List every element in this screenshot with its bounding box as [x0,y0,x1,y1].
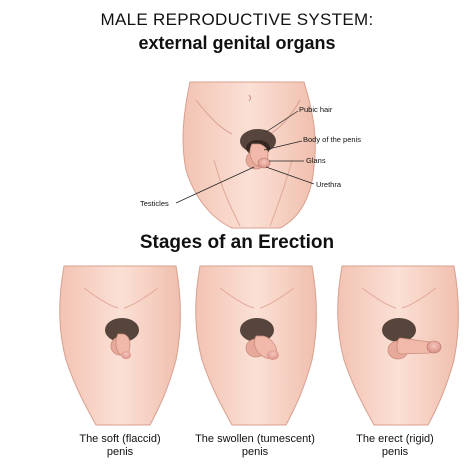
caption-erect-line2: penis [381,446,409,458]
label-pubic-hair: Pubic hair [299,105,333,114]
caption-swollen-line1: The swollen (tumescent) [195,433,315,445]
stage-figure-erect [337,265,459,426]
label-body-of-penis: Body of the penis [303,135,361,144]
stage-figure-swollen [195,265,317,426]
stage-figure-soft [59,265,181,426]
caption-soft: The soft (flaccid) penis [45,433,195,459]
label-urethra: Urethra [316,180,342,189]
leader-lines [175,110,315,204]
caption-erect-line1: The erect (rigid) [356,433,434,445]
label-glans: Glans [306,156,326,165]
caption-swollen-line2: penis [241,446,269,458]
label-testicles: Testicles [140,199,169,208]
caption-erect: The erect (rigid) penis [320,433,470,459]
main-penis [245,143,271,170]
diagram-title: MALE REPRODUCTIVE SYSTEM: [100,10,374,29]
caption-soft-line1: The soft (flaccid) [79,433,161,445]
diagram-subtitle: external genital organs [138,33,336,53]
stages-heading: Stages of an Erection [139,232,335,253]
caption-swollen: The swollen (tumescent) penis [180,433,330,459]
caption-soft-line2: penis [106,446,134,458]
